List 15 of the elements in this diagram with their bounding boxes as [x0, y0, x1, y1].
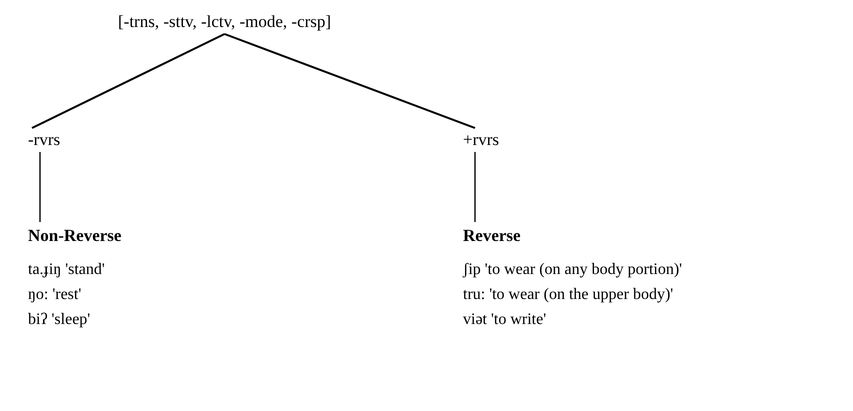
feature-value: -rvrs — [28, 130, 60, 150]
class-heading: Non-Reverse — [28, 226, 122, 246]
feature-bundle: [-trns, -sttv, -lctv, -mode, -crsp] — [118, 12, 332, 32]
tree-branch-line — [474, 152, 476, 222]
example-word: ta.ɟiŋ 'stand' — [28, 260, 105, 280]
tree-branch-line — [32, 33, 225, 129]
example-word: biʔ 'sleep' — [28, 310, 90, 330]
example-word: ŋo: 'rest' — [28, 285, 82, 305]
feature-value: +rvrs — [463, 130, 500, 150]
tree-branch-line — [39, 152, 41, 222]
tree-branch-line — [224, 33, 476, 129]
example-word: viət 'to write' — [463, 310, 546, 330]
example-word: tru: 'to wear (on the upper body)' — [463, 285, 674, 305]
example-word: ʃip 'to wear (on any body portion)' — [463, 260, 682, 280]
class-heading: Reverse — [463, 226, 521, 246]
